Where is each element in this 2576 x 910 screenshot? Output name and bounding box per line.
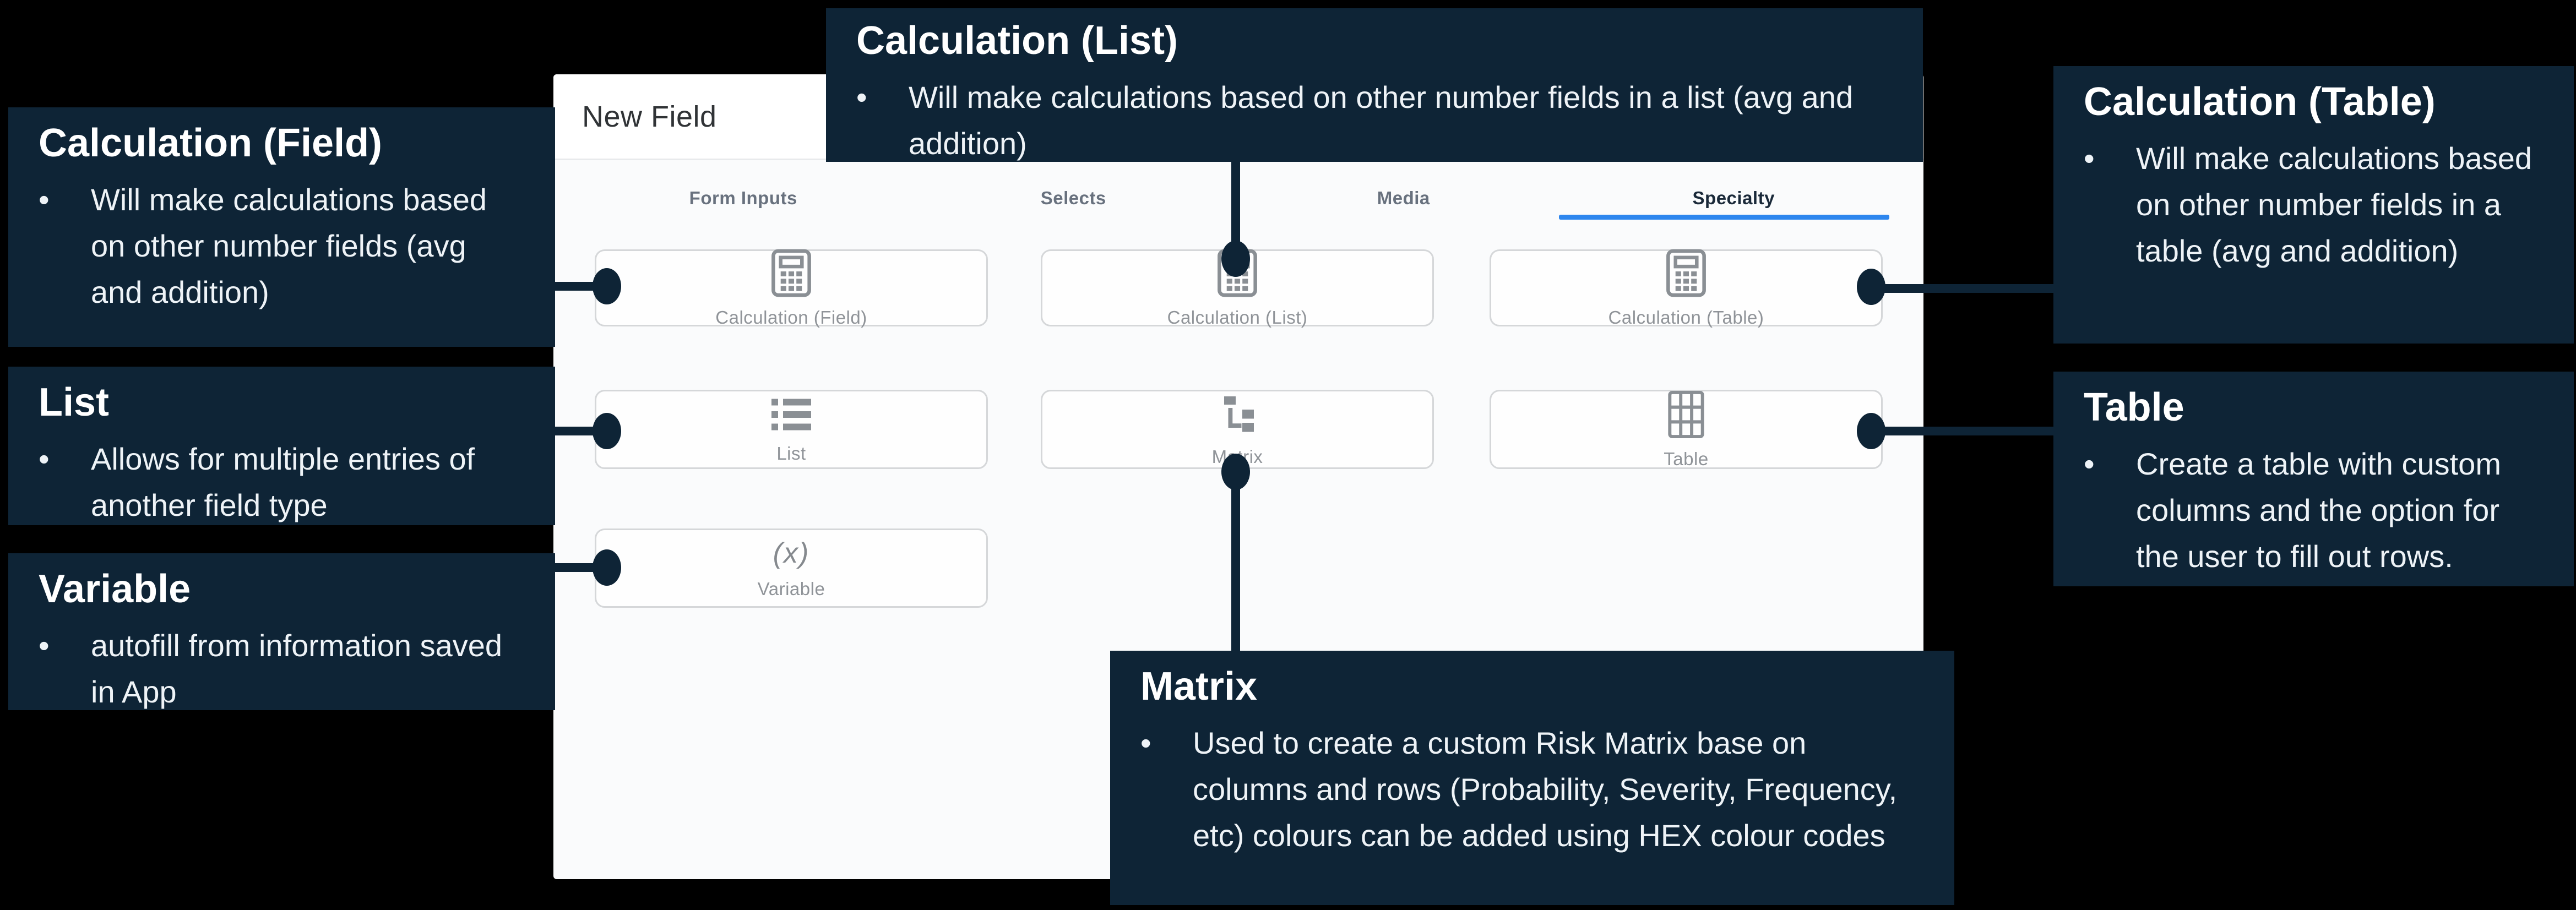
callout-bullet: • Used to create a custom Risk Matrix ba…: [1140, 720, 1924, 859]
tab-specialty[interactable]: Specialty: [1692, 188, 1775, 208]
callout-title: Variable: [39, 567, 191, 611]
connector-line-table: [1871, 427, 2053, 435]
table-button[interactable]: Table: [1490, 390, 1883, 469]
callout-title: Calculation (List): [856, 19, 1178, 63]
callout-title: List: [39, 380, 110, 424]
callout-list: List • Allows for multiple entries of an…: [8, 367, 555, 525]
callout-calculation-field: Calculation (Field) • Will make calculat…: [8, 107, 555, 347]
callout-bullet: • Allows for multiple entries of another…: [39, 436, 525, 528]
callout-title: Table: [2084, 385, 2184, 429]
button-label: List: [776, 443, 806, 464]
bullet-glyph: •: [2084, 141, 2095, 176]
callout-bullet: • Will make calculations based on other …: [856, 74, 1893, 167]
callout-bullet: • Create a table with custom columns and…: [2084, 441, 2544, 580]
connector-dot-table: [1857, 413, 1885, 449]
callout-bullet: • Will make calculations based on other …: [2084, 135, 2544, 274]
active-tab-underline: [1559, 215, 1889, 220]
button-label: Calculation (Field): [715, 307, 867, 328]
button-label: Calculation (Table): [1608, 307, 1764, 328]
callout-calculation-list: Calculation (List) • Will make calculati…: [826, 8, 1923, 162]
connector-dot-calc-list: [1221, 241, 1250, 277]
callout-text: Create a table with custom columns and t…: [2136, 446, 2501, 574]
callout-text: autofill from information saved in App: [91, 628, 503, 710]
callout-table: Table • Create a table with custom colum…: [2053, 372, 2574, 586]
bullet-glyph: •: [39, 442, 50, 477]
field-category-tabs: Form Inputs Selects Media Specialty: [578, 179, 1899, 245]
button-label: Calculation (List): [1167, 307, 1308, 328]
callout-matrix: Matrix • Used to create a custom Risk Ma…: [1110, 651, 1954, 905]
callout-bullet: • Will make calculations based on other …: [39, 177, 525, 315]
calculator-icon: [1665, 248, 1708, 298]
calculator-icon: [770, 248, 813, 298]
connector-line-calc-list: [1231, 160, 1240, 259]
grid-icon: [1666, 389, 1706, 440]
page-title: New Field: [582, 100, 717, 133]
connector-dot-calc-field: [593, 268, 621, 304]
callout-bullet: • autofill from information saved in App: [39, 623, 525, 715]
tab-selects[interactable]: Selects: [1040, 188, 1106, 208]
connector-dot-list: [593, 413, 621, 449]
callout-text: Will make calculations based on other nu…: [91, 182, 487, 310]
connector-dot-calc-table: [1857, 269, 1885, 305]
list-icon: [767, 395, 816, 434]
callout-calculation-table: Calculation (Table) • Will make calculat…: [2053, 66, 2574, 344]
calculation-table-button[interactable]: Calculation (Table): [1490, 248, 1883, 328]
bullet-glyph: •: [2084, 446, 2095, 482]
bullet-glyph: •: [856, 80, 867, 115]
bullet-glyph: •: [39, 628, 50, 663]
button-label: Variable: [757, 579, 825, 599]
connector-line-calc-table: [1871, 284, 2053, 293]
callout-title: Matrix: [1140, 664, 1258, 709]
tree-icon: [1214, 391, 1260, 438]
callout-variable: Variable • autofill from information sav…: [8, 553, 555, 710]
tab-form-inputs[interactable]: Form Inputs: [689, 188, 797, 208]
connector-dot-variable: [593, 549, 621, 586]
callout-text: Will make calculations based on other nu…: [2136, 141, 2532, 269]
tab-media[interactable]: Media: [1377, 188, 1430, 208]
callout-title: Calculation (Table): [2084, 80, 2436, 124]
bullet-glyph: •: [1140, 726, 1151, 761]
callout-text: Will make calculations based on other nu…: [909, 80, 1854, 161]
button-label: Table: [1664, 449, 1709, 469]
list-button[interactable]: List: [595, 390, 988, 469]
bullet-glyph: •: [39, 182, 50, 217]
connector-dot-matrix: [1221, 454, 1250, 490]
variable-icon: (x): [773, 537, 810, 569]
callout-text: Used to create a custom Risk Matrix base…: [1193, 726, 1898, 853]
variable-button[interactable]: (x) Variable: [595, 528, 988, 608]
calculation-field-button[interactable]: Calculation (Field): [595, 248, 988, 328]
callout-text: Allows for multiple entries of another f…: [91, 442, 475, 523]
connector-line-matrix: [1231, 471, 1240, 652]
callout-title: Calculation (Field): [39, 121, 383, 165]
